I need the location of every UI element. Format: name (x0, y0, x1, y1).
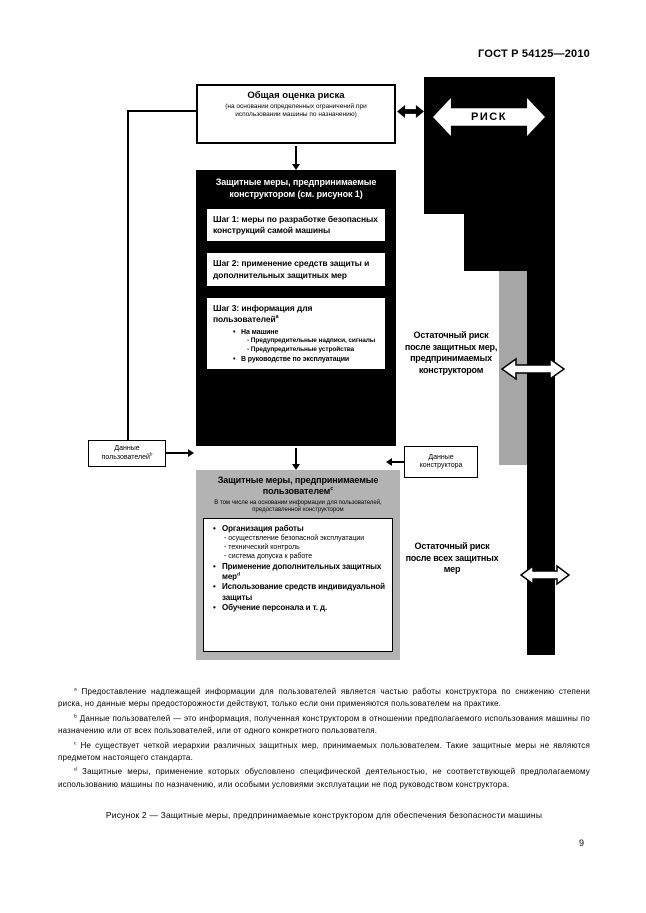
designer-measures-box: Защитные меры, предпринимаемые конструкт… (196, 170, 396, 446)
connector-left-vertical (127, 110, 129, 440)
risk-bar-initial (424, 77, 555, 214)
step3-text: Шаг 3: информация для пользователей (213, 302, 313, 324)
arrowhead-down-icon (292, 164, 300, 170)
user-measures-box: Защитные меры, предпринимаемые пользоват… (196, 470, 400, 660)
residual-risk-bar-final (527, 214, 555, 655)
arrowhead-right-icon (188, 449, 194, 457)
connector-designerdata (392, 461, 404, 463)
figure-caption: Рисунок 2 — Защитные меры, предпринимаем… (105, 810, 543, 820)
user-subitem: - технический контроль (224, 544, 300, 552)
double-arrow-icon (397, 105, 424, 118)
step1-text: Шаг 1: меры по разработке безопасных кон… (213, 214, 378, 236)
user-item: Использование средств индивидуальной защ… (209, 582, 387, 603)
footnote-ref-b: b (149, 451, 153, 457)
risk-label: РИСК (471, 111, 507, 123)
footnote-ref-a: a (275, 313, 279, 320)
arrowhead-down-icon (292, 464, 300, 470)
residual-risk-designer-label: Остаточный риск после защитных мер, пред… (404, 330, 498, 376)
user-measures-list: Организация работы - осуществление безоп… (203, 517, 393, 652)
connector-down-2 (295, 448, 297, 466)
user-item: Применение дополнительных защитных мерd (209, 562, 387, 583)
arrowhead-left-icon (386, 458, 392, 466)
step3-box: Шаг 3: информация для пользователейa На … (207, 297, 385, 370)
user-item: Организация работы (209, 524, 387, 535)
footnote-c: c Не существует четкой иерархии различны… (58, 740, 590, 762)
doc-number: ГОСТ Р 54125—2010 (478, 48, 590, 60)
step3-title: Шаг 3: информация для пользователейa (213, 303, 379, 325)
designer-data-label: Данные конструктора (419, 453, 463, 469)
designer-data-box: Данные конструктора (404, 446, 478, 478)
risk-assessment-box: Общая оценка риска (на основании определ… (196, 84, 396, 144)
user-subitem: - система допуска к работе (224, 553, 313, 561)
footnote-ref-d: d (236, 572, 240, 578)
user-item: Обучение персонала и т. д. (209, 603, 387, 614)
risk-assessment-title: Общая оценка риска (247, 90, 345, 101)
footnote-ref-c: c (330, 486, 334, 493)
connector-down-1 (295, 146, 297, 166)
user-measures-title: Защитные меры, предпринимаемые пользоват… (217, 475, 379, 497)
connector-left-horizontal (127, 110, 196, 112)
final-double-arrow-icon (519, 564, 571, 586)
footnote-b: b Данные пользователей — это информация,… (58, 713, 590, 736)
residual-double-arrow-icon (500, 357, 566, 381)
user-measures-subtitle: В том числе на основании информации для … (214, 499, 382, 513)
step3-subitem: - Предупредительные надписи, сигналы (247, 337, 376, 345)
footnotes: a Предоставление надлежащей информации д… (58, 686, 590, 793)
step3-subitem: - Предупредительные устройства (247, 345, 355, 353)
step1-box: Шаг 1: меры по разработке безопасных кон… (207, 209, 385, 242)
page-number: 9 (578, 838, 584, 848)
footnote-d: d Защитные меры, применение которых обус… (58, 767, 590, 789)
user-subitem: - осуществление безопасной эксплуатации (224, 535, 365, 543)
risk-assessment-subtitle: (на основании определенных ограничений п… (225, 103, 367, 119)
user-data-label: Данные пользователей (101, 445, 150, 461)
footnote-a: a Предоставление надлежащей информации д… (58, 687, 590, 709)
designer-measures-title: Защитные меры, предпринимаемые конструкт… (215, 177, 377, 199)
step2-box: Шаг 2: применение средств защиты и допол… (207, 253, 385, 286)
connector-userdata (166, 452, 188, 454)
step3-item: На машине (213, 328, 379, 338)
user-data-box: Данные пользователейb (88, 440, 166, 467)
step2-text: Шаг 2: применение средств защиты и допол… (213, 258, 370, 280)
step3-item: В руководстве по эксплуатации (213, 355, 379, 365)
residual-risk-all-label: Остаточный риск после всех защитных мер (405, 541, 499, 575)
